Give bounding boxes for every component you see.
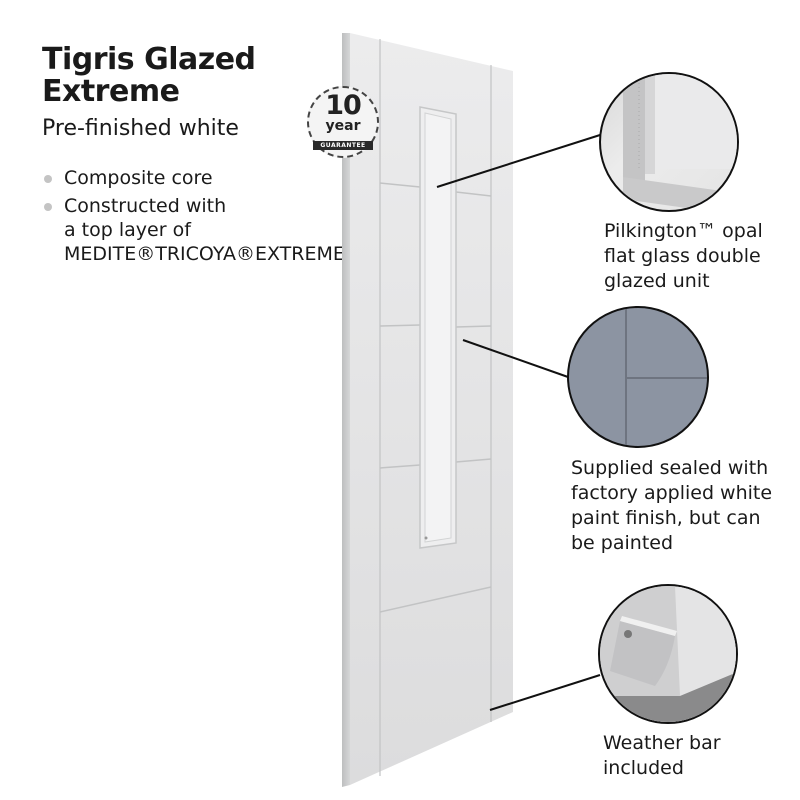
callout-line: be painted — [571, 532, 674, 554]
paint-callout-text: Supplied sealed with factory applied whi… — [571, 456, 772, 556]
weather-bar-closeup-icon — [598, 584, 738, 724]
callout-line: Pilkington™ opal — [604, 220, 763, 242]
feature-item: Composite core — [42, 166, 345, 190]
door-edge — [342, 33, 350, 787]
weather-bar-callout-text: Weather bar included — [603, 731, 721, 781]
callout-line: factory applied white — [571, 482, 773, 504]
callout-line: glazed unit — [604, 270, 710, 292]
feature-item: Constructed with a top layer of MEDITE®T… — [42, 194, 345, 266]
guarantee-badge: 10 year GUARANTEE — [307, 86, 379, 158]
badge-number: 10 — [325, 90, 362, 121]
paint-swatch-closeup-icon — [567, 306, 709, 448]
leader-line-glass — [436, 134, 601, 188]
callout-line: paint finish, but can — [571, 507, 761, 529]
feature-text: Constructed with — [64, 195, 227, 217]
title-line-2: Extreme — [42, 74, 180, 109]
leader-line-weather — [489, 674, 601, 711]
product-title: Tigris Glazed Extreme — [42, 44, 256, 108]
callout-line: Weather bar — [603, 732, 721, 754]
feature-text: a top layer of — [64, 219, 191, 241]
title-line-1: Tigris Glazed — [42, 42, 256, 77]
bullet-icon — [44, 175, 52, 183]
bullet-icon — [44, 203, 52, 211]
glass-callout-text: Pilkington™ opal flat glass double glaze… — [604, 219, 763, 294]
product-subtitle: Pre-finished white — [42, 116, 239, 141]
callout-line: Supplied sealed with — [571, 457, 769, 479]
feature-text: Composite core — [64, 167, 213, 189]
callout-line: included — [603, 757, 684, 779]
callout-line: flat glass double — [604, 245, 761, 267]
leader-line-paint — [462, 339, 569, 378]
badge-unit: year — [325, 118, 361, 134]
feature-text: MEDITE®TRICOYA®EXTREME — [64, 243, 345, 265]
glass-corner-closeup-icon — [599, 72, 739, 212]
badge-label: GUARANTEE — [313, 141, 373, 150]
feature-list: Composite core Constructed with a top la… — [42, 166, 345, 270]
